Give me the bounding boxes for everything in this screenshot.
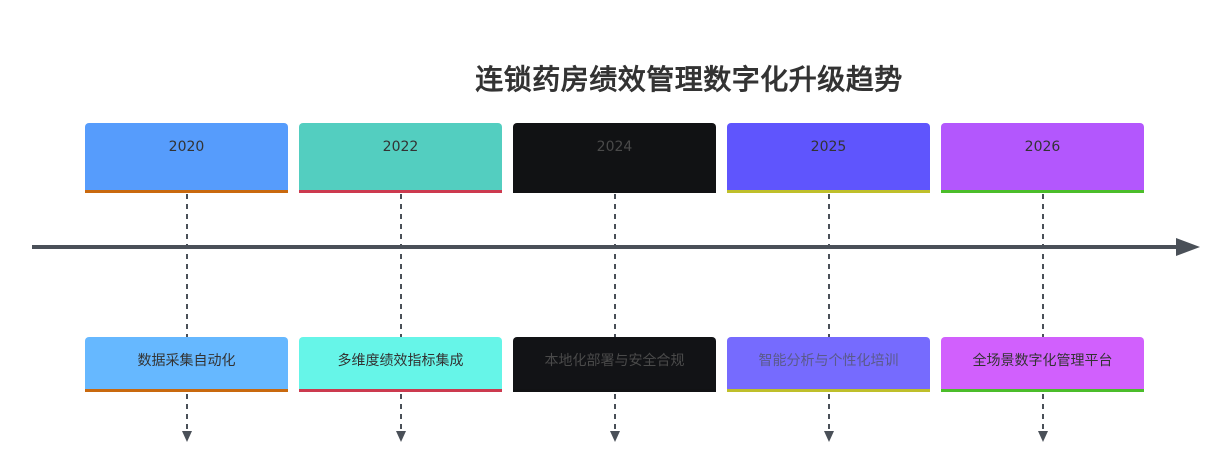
chart-title: 连锁药房绩效管理数字化升级趋势 — [475, 63, 903, 96]
event-box-3: 智能分析与个性化培训 — [727, 337, 930, 392]
arrow-down-icon — [610, 431, 620, 442]
event-label: 数据采集自动化 — [137, 353, 236, 369]
arrow-down-icon — [396, 431, 406, 442]
event-label: 全场景数字化管理平台 — [972, 353, 1113, 369]
event-label: 本地化部署与安全合规 — [544, 353, 685, 369]
period-label: 2022 — [382, 139, 419, 155]
event-box-4: 全场景数字化管理平台 — [941, 337, 1144, 392]
period-box-4: 2026 — [941, 123, 1144, 193]
axis-arrow-icon — [1176, 238, 1200, 256]
event-box-1: 多维度绩效指标集成 — [299, 337, 502, 392]
period-label: 2025 — [810, 139, 847, 155]
period-box-0: 2020 — [85, 123, 288, 193]
arrow-down-icon — [824, 431, 834, 442]
period-box-2: 2024 — [513, 123, 716, 193]
event-label: 多维度绩效指标集成 — [337, 353, 464, 369]
event-box-0: 数据采集自动化 — [85, 337, 288, 392]
event-box-2: 本地化部署与安全合规 — [513, 337, 716, 392]
period-label: 2026 — [1024, 139, 1061, 155]
period-box-3: 2025 — [727, 123, 930, 193]
arrow-down-icon — [182, 431, 192, 442]
period-label: 2024 — [596, 139, 633, 155]
event-label: 智能分析与个性化培训 — [758, 353, 899, 369]
period-box-1: 2022 — [299, 123, 502, 193]
arrow-down-icon — [1038, 431, 1048, 442]
period-label: 2020 — [168, 139, 205, 155]
